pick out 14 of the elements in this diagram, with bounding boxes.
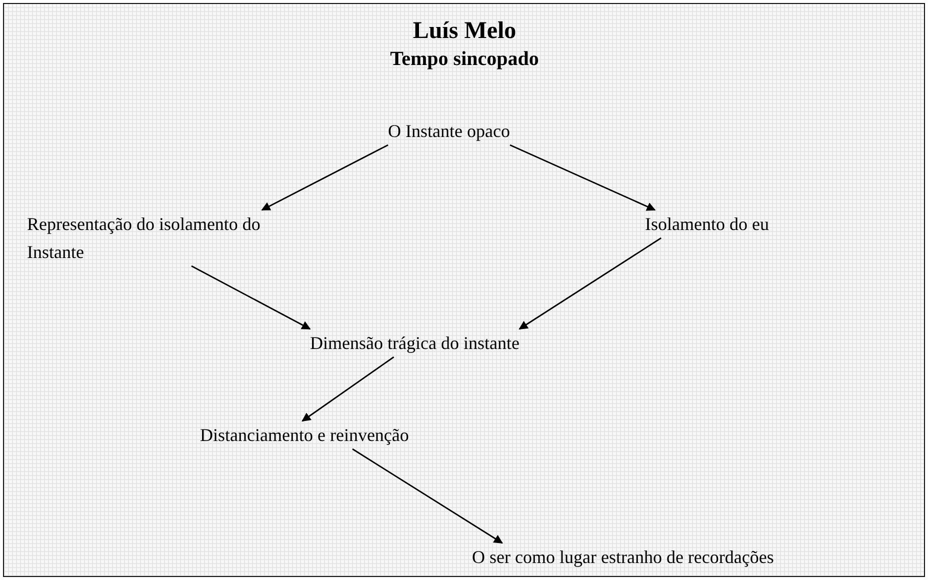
arrow xyxy=(261,144,388,211)
arrow xyxy=(518,237,662,330)
node-text: Representação do isolamento do Instante xyxy=(27,210,262,266)
node-text: O Instante opaco xyxy=(388,117,510,145)
arrow xyxy=(302,356,394,422)
arrow xyxy=(191,265,311,330)
subtitle: Tempo sincopado xyxy=(390,48,539,70)
arrow xyxy=(352,448,503,544)
title: Luís Melo xyxy=(412,18,516,44)
node-text: Distanciamento e reinvenção xyxy=(200,421,409,449)
node-text: O ser como lugar estranho de recordações xyxy=(472,543,774,571)
arrow xyxy=(510,144,656,211)
node-text: Isolamento do eu xyxy=(645,210,769,238)
node-text: Dimensão trágica do instante xyxy=(310,329,520,357)
